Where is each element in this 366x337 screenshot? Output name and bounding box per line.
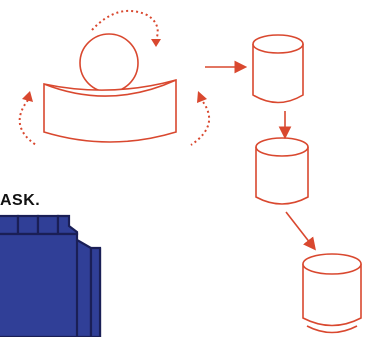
box-side-face	[89, 246, 102, 337]
box-top-mid-1	[16, 214, 40, 236]
ask-label: ASK.	[0, 192, 40, 209]
curved-dotted-arrow-icon	[18, 9, 211, 146]
box-top-left	[0, 214, 20, 236]
ball	[79, 33, 139, 93]
rotation-arrowheads	[22, 39, 207, 103]
cylinder-icon-3	[302, 253, 362, 334]
left-rotation-arrow	[18, 99, 37, 146]
box-top-mid-2	[36, 214, 60, 236]
box-top-right-block	[56, 214, 79, 236]
arrow-icon-3	[285, 211, 316, 251]
top-rotation-arrow	[91, 9, 159, 41]
holder-back-edge	[43, 79, 177, 97]
flow-arrows	[205, 60, 316, 251]
cylinder-icon-1	[252, 34, 304, 104]
curved-holder	[43, 78, 177, 143]
right-rotation-arrow	[190, 97, 211, 146]
cylinder-icon-2	[255, 137, 309, 205]
rolling-ball-group	[43, 33, 177, 143]
blue-box-icon	[0, 214, 102, 337]
